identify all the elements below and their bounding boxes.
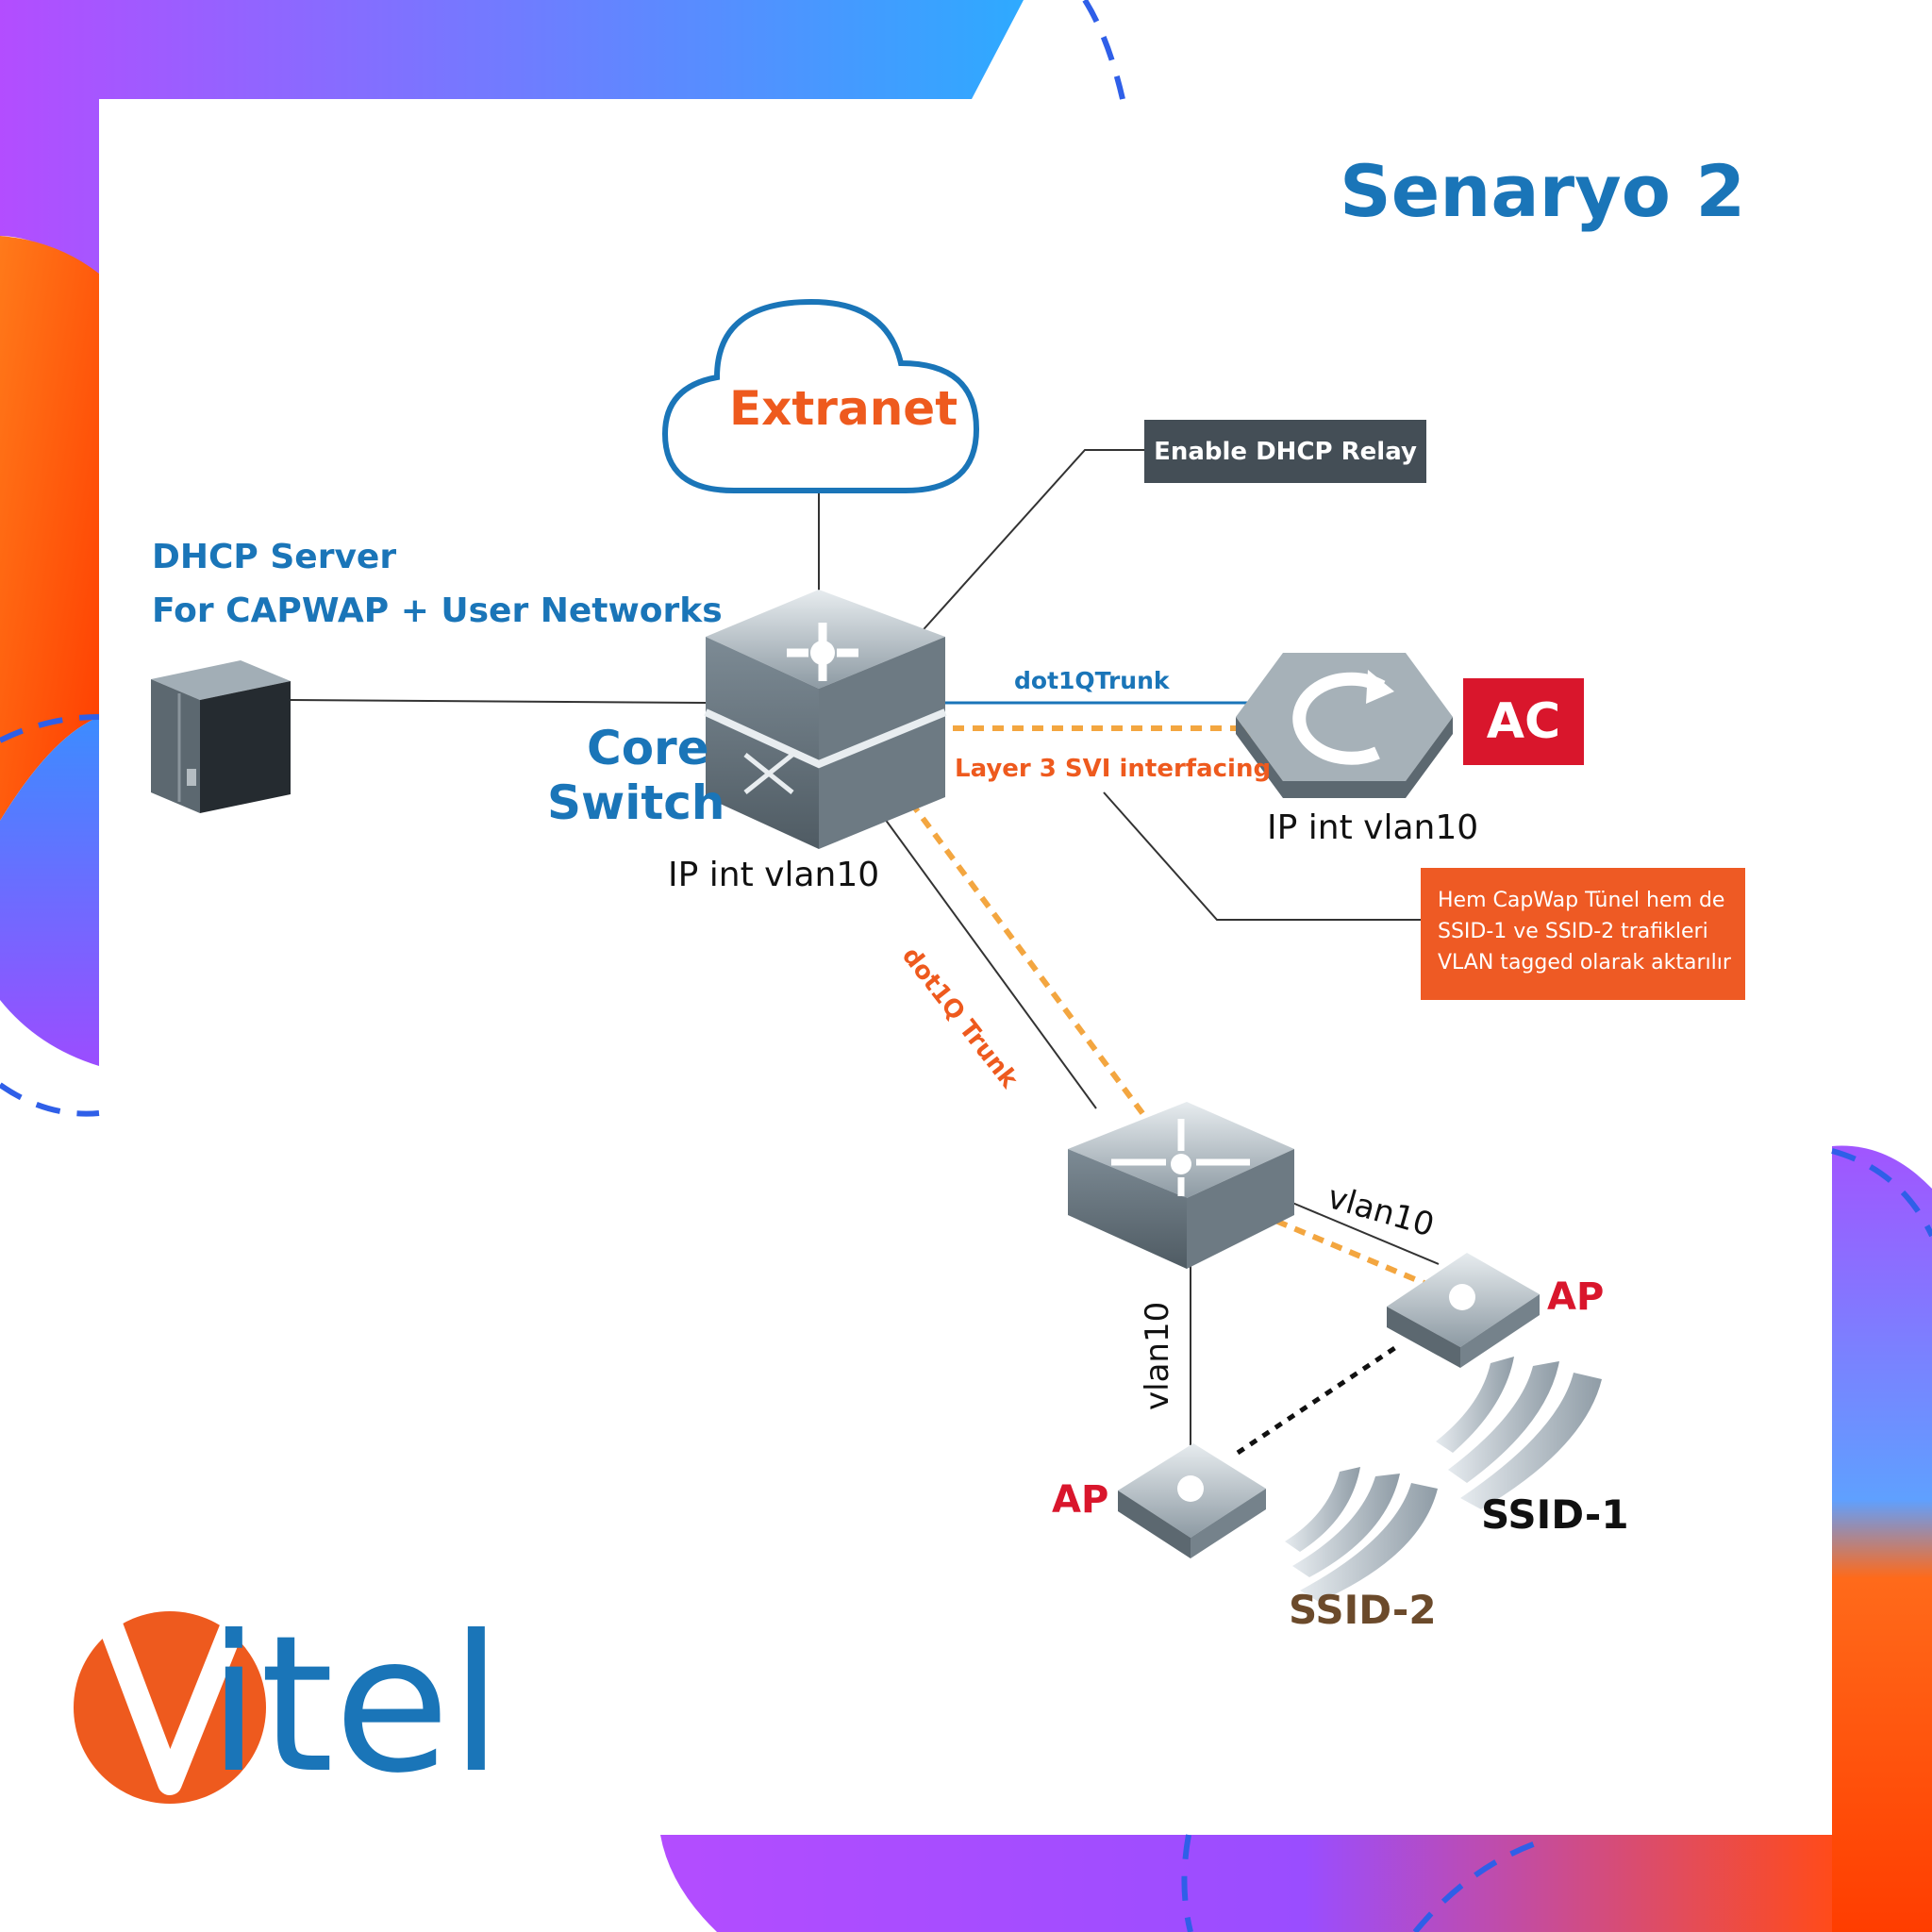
vitel-logo-text: itel	[208, 1595, 503, 1815]
access-point-1-label: AP	[1547, 1275, 1605, 1319]
trunk-note-callout: Hem CapWap Tünel hem de SSID-1 ve SSID-2…	[1421, 868, 1745, 1000]
ac-controller-icon	[1236, 653, 1453, 798]
access-point-1-icon	[1387, 1253, 1540, 1368]
vitel-logo-mark	[74, 1611, 266, 1804]
core-switch-label-line2: Switch	[547, 775, 725, 830]
note-line: Hem CapWap Tünel hem de	[1438, 889, 1725, 912]
dhcp-server-subtitle: For CAPWAP + User Networks	[152, 591, 723, 630]
ac-badge: AC	[1463, 678, 1584, 765]
ssid-2-waves-icon	[1285, 1467, 1438, 1602]
ac-ip-label: IP int vlan10	[1267, 808, 1479, 847]
ssid-2-label: SSID-2	[1289, 1587, 1437, 1633]
note-line: VLAN tagged olarak aktarılır	[1438, 951, 1731, 974]
dhcp-relay-callout: Enable DHCP Relay	[1144, 420, 1426, 483]
note-line: SSID-1 ve SSID-2 trafikleri	[1438, 920, 1708, 943]
ssid-1-waves-icon	[1436, 1357, 1602, 1509]
dhcp-server-title: DHCP Server	[152, 538, 397, 576]
core-switch-icon	[704, 590, 947, 849]
svi-link-label: Layer 3 SVI interfacing	[955, 755, 1272, 783]
access-point-2-label: AP	[1052, 1478, 1109, 1522]
access-ap2-link-label: vlan10	[1139, 1301, 1176, 1410]
core-switch-ip-label: IP int vlan10	[668, 856, 880, 894]
access-point-2-icon	[1118, 1443, 1266, 1558]
ssid-1-label: SSID-1	[1481, 1491, 1629, 1538]
core-ac-link-label: dot1QTrunk	[1014, 667, 1170, 694]
dhcp-server-icon	[151, 660, 291, 813]
access-switch-icon	[1068, 1102, 1294, 1269]
extranet-cloud-icon	[661, 298, 980, 493]
page-title: Senaryo 2	[1340, 149, 1746, 233]
core-switch-label-line1: Core	[587, 721, 709, 775]
extranet-label: Extranet	[729, 381, 958, 436]
